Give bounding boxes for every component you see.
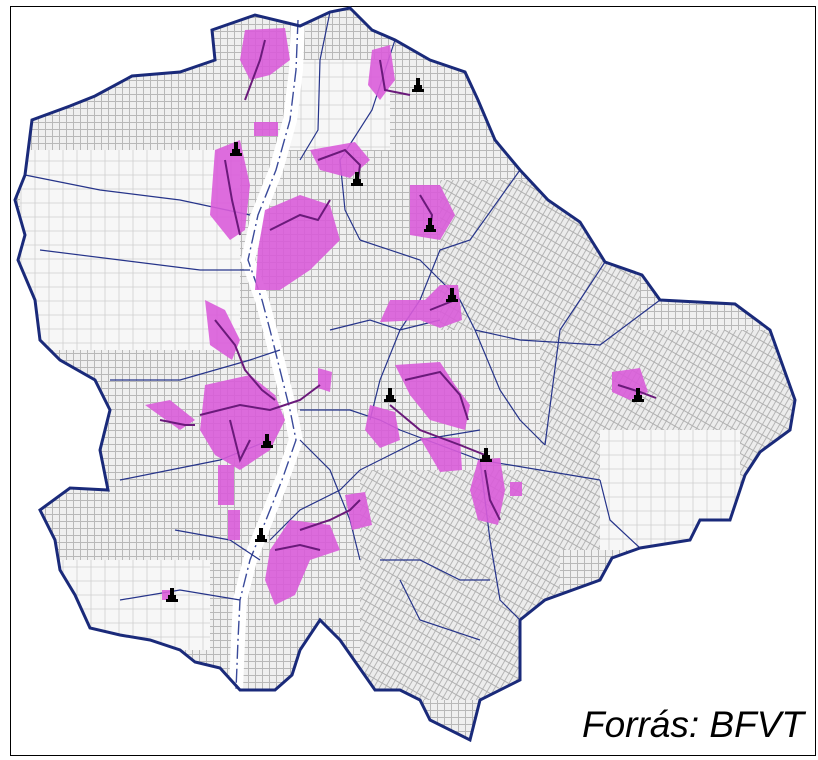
network-lines (159, 39, 657, 551)
monument-marker-icon (632, 388, 644, 402)
monument-marker-icon (351, 172, 363, 186)
monument-marker-icon (255, 528, 267, 542)
monument-marker-icon (412, 78, 424, 92)
monument-marker-icon (230, 142, 242, 156)
monument-marker-icon (480, 448, 492, 462)
monument-marker-icon (446, 288, 458, 302)
city-boundary (13, 6, 797, 743)
source-caption: Forrás: BFVT (581, 704, 804, 745)
monument-marker-icon (261, 434, 273, 448)
monument-marker-icon (424, 218, 436, 232)
monument-markers (166, 78, 644, 602)
monument-marker-icon (384, 388, 396, 402)
monument-marker-icon (166, 588, 178, 602)
left-margin (0, 0, 10, 760)
